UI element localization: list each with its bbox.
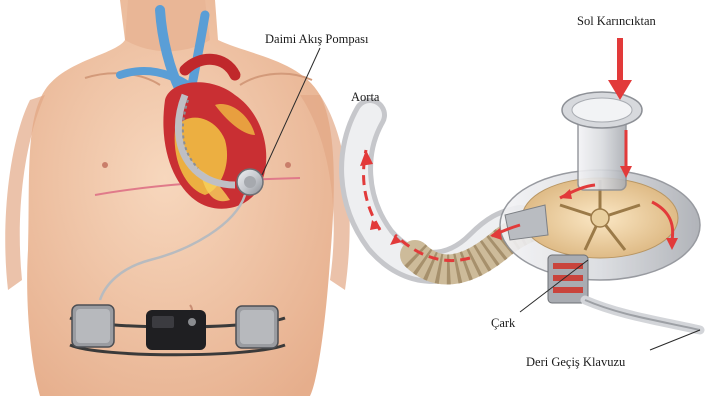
controller-belt xyxy=(70,305,285,355)
driveline-leader-line xyxy=(650,330,700,350)
impeller-label: Çark xyxy=(491,316,515,330)
pump-label: Daimi Akış Pompası xyxy=(265,32,368,46)
driveline-label: Deri Geçiş Klavuzu xyxy=(526,355,625,369)
pump-device xyxy=(500,92,700,330)
left-ventricle-label: Sol Karıncıktan xyxy=(577,14,656,28)
aorta-label: Aorta xyxy=(351,90,379,104)
